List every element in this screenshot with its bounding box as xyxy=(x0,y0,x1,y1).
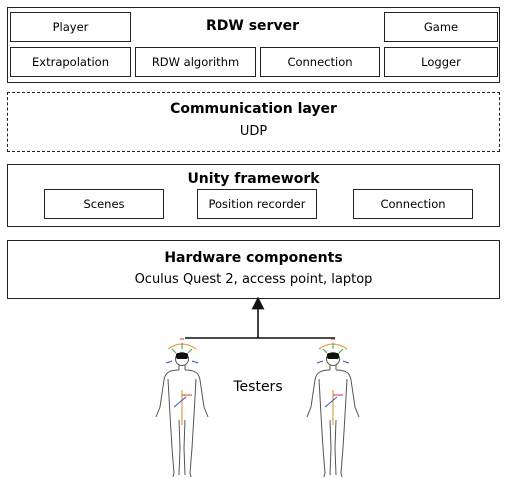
rdw-module-extrapolation: Extrapolation xyxy=(10,47,131,77)
rdw-module-extrapolation-label: Extrapolation xyxy=(32,55,109,69)
unity-module-scenes-label: Scenes xyxy=(83,197,125,211)
unity-module-connection-label: Connection xyxy=(380,197,446,211)
unity-module-position-recorder-label: Position recorder xyxy=(208,197,306,211)
communication-layer-subtitle: UDP xyxy=(239,123,268,139)
communication-layer-panel: Communication layer UDP xyxy=(7,92,500,152)
unity-module-connection: Connection xyxy=(353,189,473,219)
body-axis-blue xyxy=(324,396,338,408)
tester-figure-left xyxy=(155,338,209,478)
motion-arrow-green xyxy=(171,343,193,354)
unity-module-position-recorder: Position recorder xyxy=(197,189,317,219)
rdw-module-player-label: Player xyxy=(52,20,89,34)
unity-module-scenes: Scenes xyxy=(44,189,164,219)
communication-layer-title: Communication layer xyxy=(170,101,337,117)
rdw-module-logger: Logger xyxy=(384,47,498,77)
rdw-module-connection-label: Connection xyxy=(287,55,353,69)
testers-label: Testers xyxy=(233,379,283,395)
rdw-module-rdw-algorithm-label: RDW algorithm xyxy=(151,55,240,69)
hardware-components-title: Hardware components xyxy=(164,250,343,266)
body-axis-blue xyxy=(173,396,187,408)
rdw-server-title: RDW server xyxy=(206,18,299,34)
rdw-module-player: Player xyxy=(10,12,131,42)
motion-arrow-blue xyxy=(165,360,199,364)
hardware-components-subtitle: Oculus Quest 2, access point, laptop xyxy=(134,271,373,287)
tester-figure-right xyxy=(306,338,360,478)
rdw-module-game: Game xyxy=(384,12,498,42)
rdw-module-game-label: Game xyxy=(423,20,459,34)
vr-headset-icon xyxy=(176,353,188,359)
motion-arrow-green xyxy=(322,343,344,354)
rdw-module-rdw-algorithm: RDW algorithm xyxy=(135,47,256,77)
hardware-components-panel: Hardware components Oculus Quest 2, acce… xyxy=(7,240,500,299)
unity-framework-title: Unity framework xyxy=(187,171,320,187)
rdw-module-logger-label: Logger xyxy=(421,55,461,69)
vr-headset-icon xyxy=(327,353,339,359)
motion-arrow-blue xyxy=(316,360,350,364)
rdw-module-connection: Connection xyxy=(260,47,380,77)
